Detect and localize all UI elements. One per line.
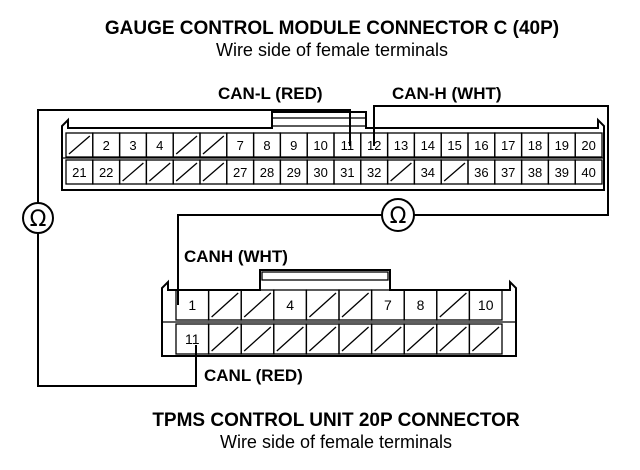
gauge-pin-label: 39: [555, 165, 569, 180]
gauge-pin-label: 19: [555, 138, 569, 153]
gauge-pin-label: 30: [313, 165, 327, 180]
unused-terminal-slash: [122, 162, 144, 182]
unused-terminal-slash: [175, 135, 198, 155]
ohm-icon: Ω: [390, 204, 407, 229]
can-h-wire-lower: [177, 214, 382, 305]
right-ohmmeter: Ω: [381, 198, 415, 232]
unused-terminal-slash: [211, 292, 239, 318]
gauge-pin-label: 20: [581, 138, 595, 153]
unused-terminal-slash: [276, 326, 304, 352]
gauge-pin-label: 21: [72, 165, 86, 180]
gauge-pin-label: 9: [290, 138, 297, 153]
tpms-pin-label: 1: [188, 297, 196, 313]
gauge-pin-label: 11: [341, 138, 355, 153]
gauge-pin-label: 31: [340, 165, 354, 180]
unused-terminal-slash: [202, 162, 225, 182]
gauge-pin-label: 36: [474, 165, 488, 180]
tpms-pin-label: 8: [417, 297, 425, 313]
gauge-pin-label: 7: [237, 138, 244, 153]
tpms-cell: [468, 323, 503, 355]
gauge-pin-label: 13: [394, 138, 408, 153]
gauge-pin-label: 3: [129, 138, 136, 153]
unused-terminal-slash: [68, 135, 91, 155]
ohm-icon: Ω: [30, 207, 47, 232]
unused-terminal-slash: [308, 292, 337, 318]
gauge-pin-label: 15: [447, 138, 461, 153]
unused-terminal-slash: [211, 326, 239, 352]
gauge-pin-label: 16: [474, 138, 488, 153]
gauge-pin-label: 29: [287, 165, 301, 180]
left-ohmmeter: Ω: [22, 202, 54, 234]
tpms-pin-label: 7: [384, 297, 392, 313]
gauge-pin-label: 40: [581, 165, 595, 180]
gauge-pin-label: 34: [421, 165, 435, 180]
unused-terminal-slash: [471, 326, 500, 352]
gauge-connector-title: GAUGE CONTROL MODULE CONNECTOR C (40P): [105, 18, 559, 39]
canl-label: CANL (RED): [204, 366, 303, 385]
gauge-pin-label: 2: [103, 138, 110, 153]
unused-terminal-slash: [202, 135, 225, 155]
can-h-wire: [373, 105, 609, 216]
unused-terminal-slash: [341, 292, 370, 318]
gauge-cell: [574, 132, 603, 158]
can-l-wire-lower: [37, 233, 197, 387]
can-l-wire: [37, 109, 351, 203]
gauge-cell: [574, 159, 603, 185]
wires: [37, 105, 609, 387]
gauge-pin-label: 4: [156, 138, 163, 153]
unused-terminal-slash: [374, 326, 402, 352]
tpms-connector-subtitle: Wire side of female terminals: [220, 432, 452, 452]
gauge-pin-label: 38: [528, 165, 542, 180]
can-h-label: CAN-H (WHT): [392, 84, 502, 103]
unused-terminal-slash: [443, 162, 466, 182]
unused-terminal-slash: [308, 326, 337, 352]
gauge-pin-label: 17: [501, 138, 515, 153]
tpms-connector-title: TPMS CONTROL UNIT 20P CONNECTOR: [152, 410, 520, 431]
unused-terminal-slash: [439, 292, 467, 318]
tpms-cell: [468, 289, 503, 321]
unused-terminal-slash: [175, 162, 198, 182]
unused-terminal-slash: [148, 162, 171, 182]
gauge-pin-label: 8: [263, 138, 270, 153]
unused-terminal-slash: [439, 326, 467, 352]
gauge-pin-label: 18: [528, 138, 542, 153]
tpms-pin-label: 4: [286, 297, 294, 313]
canh-label: CANH (WHT): [184, 247, 288, 266]
gauge-pin-label: 22: [99, 165, 113, 180]
unused-terminal-slash: [243, 292, 272, 318]
gauge-pin-label: 32: [367, 165, 381, 180]
gauge-pin-label: 27: [233, 165, 247, 180]
gauge-pin-label: 14: [421, 138, 435, 153]
tpms-pin-label: 10: [478, 297, 494, 313]
tpms-pin-grid: 1 4 7 8 10 11: [175, 289, 503, 355]
gauge-pin-label: 37: [501, 165, 515, 180]
gauge-pin-label: 10: [313, 138, 327, 153]
can-l-label: CAN-L (RED): [218, 84, 323, 103]
unused-terminal-slash: [341, 326, 370, 352]
unused-terminal-slash: [390, 162, 412, 182]
gauge-connector-subtitle: Wire side of female terminals: [216, 40, 448, 60]
unused-terminal-slash: [243, 326, 272, 352]
tpms-connector: 1 4 7 8 10 11: [161, 269, 517, 357]
tpms-pin-label: 11: [185, 331, 200, 347]
unused-terminal-slash: [406, 326, 435, 352]
gauge-pin-label: 28: [260, 165, 274, 180]
